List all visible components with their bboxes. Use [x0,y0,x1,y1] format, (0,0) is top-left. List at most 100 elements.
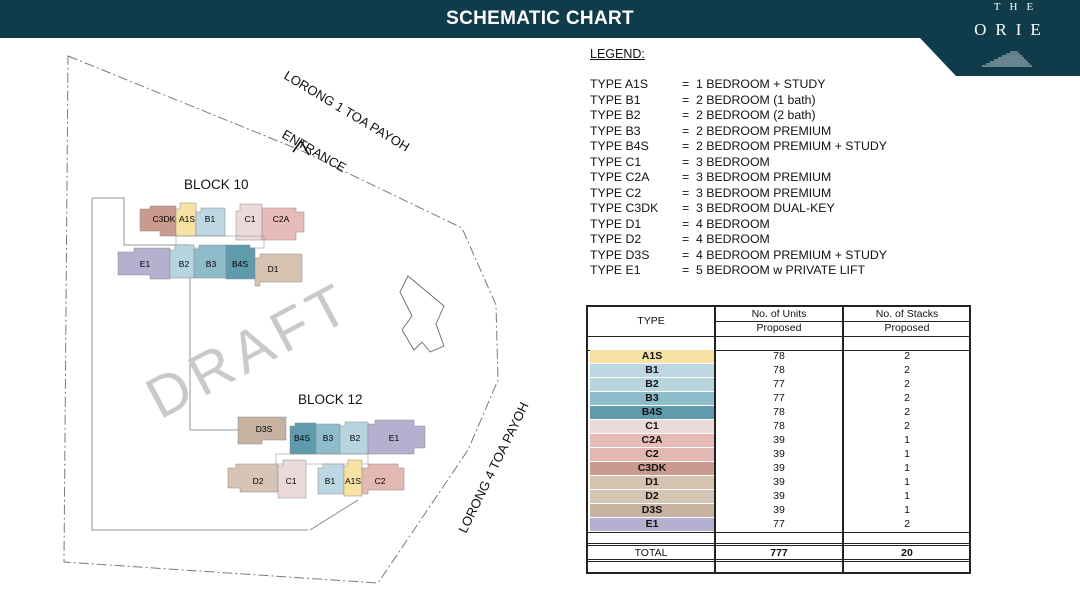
legend-desc: 2 BEDROOM PREMIUM + STUDY [696,139,887,153]
table-type-cell: B2 [590,378,714,391]
legend-desc: 3 BEDROOM [696,154,770,169]
unit-block12-d3s [237,416,287,445]
header-stacks-sub: Proposed [884,322,930,334]
legend-desc: 3 BEDROOM PREMIUM [696,170,832,184]
entrance-label: ENTRANCE [280,127,350,176]
row-divider [588,532,969,533]
corridor [275,453,369,465]
site-boundary [63,55,499,584]
table-units-cell: 78 [773,350,785,362]
table-type-cell: B4S [590,406,714,419]
row-divider [588,336,969,337]
logo-panel [920,0,1080,76]
legend-desc: 2 BEDROOM (2 bath) [696,108,816,122]
unit-block12-b1 [317,463,345,495]
legend-type: TYPE D2 [590,232,642,246]
legend-type: TYPE B3 [590,123,641,138]
unit-block10-b4s [225,244,256,280]
logo-orie-text: ORIE [974,20,1050,39]
legend-type: TYPE A1S [590,77,649,91]
total-units: 777 [770,547,788,559]
legend-type: TYPE C2 [590,185,642,200]
legend-item: TYPE D2 = 4 BEDROOM [590,232,887,248]
table-type-cell: B1 [590,364,714,377]
table-type-cell: B3 [590,392,714,405]
legend-heading: LEGEND: [590,47,645,61]
legend-item: TYPE B1=2 BEDROOM (1 bath) [590,93,887,109]
table-units-cell: 77 [773,392,785,404]
column-divider [842,307,844,572]
legend-item: TYPE B3 = 2 BEDROOM PREMIUM [590,124,887,140]
table-units-cell: 39 [773,504,785,516]
unit-label: B3 [206,259,217,269]
legend-desc: 3 BEDROOM DUAL-KEY [696,201,835,215]
unit-label: C1 [245,214,256,224]
legend-desc: 4 BEDROOM [696,232,770,246]
row-divider [588,350,969,351]
inner-outline [92,197,242,431]
total-divider [588,559,969,562]
legend-type: TYPE C3DK [590,201,659,215]
legend-item: TYPE C2A=3 BEDROOM PREMIUM [590,170,887,186]
total-stacks: 20 [901,547,913,559]
unit-label: A1S [345,476,361,486]
legend-item: TYPE C3DK=3 BEDROOM DUAL-KEY [590,201,887,217]
block12-label: BLOCK 12 [298,392,363,407]
table-stacks-cell: 1 [904,476,910,488]
total-label: TOTAL [634,547,668,559]
legend-desc: 2 BEDROOM PREMIUM [696,123,832,138]
table-stacks-cell: 2 [904,392,910,404]
legend-item: TYPE B4S=2 BEDROOM PREMIUM + STUDY [590,139,887,155]
table-units-cell: 39 [773,448,785,460]
header-bar [0,0,1080,38]
legend-type: TYPE C1 [590,154,642,169]
unit-label: B2 [179,259,190,269]
table-units-cell: 39 [773,462,785,474]
road-label-right: LORONG 4 TOA PAYOH [455,400,531,536]
header-type: TYPE [637,315,665,327]
unit-label: C1 [286,476,297,486]
unit-block12-a1s [343,459,363,497]
legend-item: TYPE C1 = 3 BEDROOM [590,155,887,171]
legend-eq: = [682,232,690,246]
legend-eq: = [682,216,690,231]
block12-bottom-row: D2 C1 B1 A1S C2 [227,459,405,499]
legend-item: TYPE E1=5 BEDROOM w PRIVATE LIFT [590,263,887,279]
unit-block12-c1 [277,459,307,499]
block12-top-row: D3S B4S B3 B2 E1 [237,416,426,455]
legend-item: TYPE D1 = 4 BEDROOM [590,217,887,233]
legend-desc: 4 BEDROOM [696,216,770,231]
block10-bottom-row: E1 B2 B3 B4S D1 [117,244,303,287]
header-units: No. of Units [751,308,807,320]
unit-label: E1 [140,259,151,269]
logo-mark-icon [982,51,1032,67]
table-stacks-cell: 2 [904,378,910,390]
table-units-cell: 78 [773,406,785,418]
legend-type: TYPE B1 [590,92,641,107]
legend-desc: 3 BEDROOM PREMIUM [696,185,832,200]
legend-desc: 2 BEDROOM (1 bath) [696,92,816,107]
table-type-cell: A1S [590,350,714,363]
block10-top-row: C3DK A1S B1 C1 C2A [139,202,305,241]
table-type-cell: C2 [590,448,714,461]
legend-eq: = [682,170,690,184]
table-stacks-cell: 1 [904,448,910,460]
table-stacks-cell: 1 [904,490,910,502]
column-divider [714,307,716,572]
table-type-cell: E1 [590,518,714,531]
table-units-cell: 39 [773,434,785,446]
legend-type: TYPE D1 [590,216,642,231]
legend-item: TYPE B2=2 BEDROOM (2 bath) [590,108,887,124]
legend-eq: = [682,154,690,169]
table-units-cell: 39 [773,476,785,488]
legend-item: TYPE C2=3 BEDROOM PREMIUM [590,186,887,202]
unit-block12-e1 [367,419,426,455]
legend-eq: = [682,123,690,138]
table-units-cell: 78 [773,364,785,376]
row-divider [716,321,969,322]
legend-type: TYPE B2 [590,108,641,122]
table-units-cell: 78 [773,420,785,432]
table-stacks-cell: 2 [904,364,910,376]
legend-type: TYPE E1 [590,263,641,277]
draft-watermark: DRAFT [136,269,364,431]
